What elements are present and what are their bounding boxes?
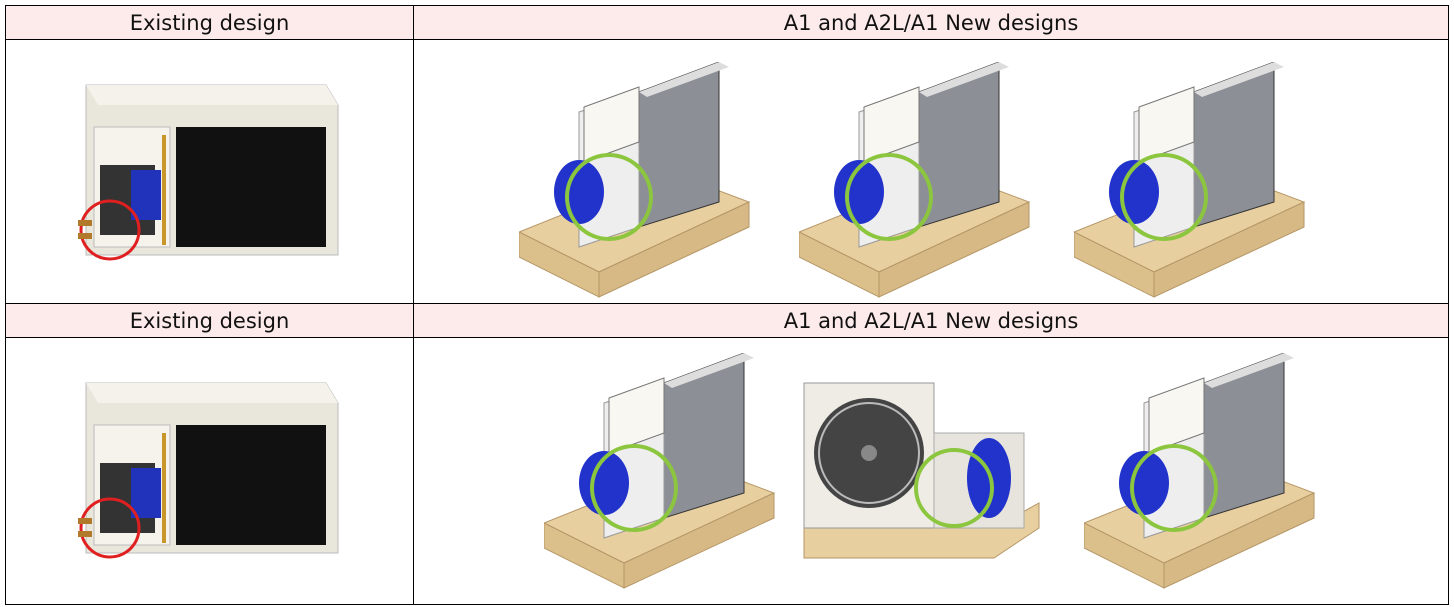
image-row-2 <box>5 337 1449 605</box>
new-design-image-3 <box>1074 62 1306 299</box>
new-designs-image-cell <box>413 39 1449 304</box>
new-design-image-2 <box>799 62 1031 299</box>
new-designs-image-cell <box>413 337 1449 605</box>
existing-design-image-cell <box>5 39 414 304</box>
new-design-image-1 <box>519 62 751 299</box>
header-row-2: Existing design A1 and A2L/A1 New design… <box>5 303 1449 338</box>
existing-design-header: Existing design <box>5 303 414 338</box>
existing-design-header: Existing design <box>5 5 414 40</box>
new-designs-header: A1 and A2L/A1 New designs <box>413 303 1449 338</box>
new-design-image-4 <box>544 353 776 590</box>
existing-unit-image <box>76 381 340 559</box>
new-design-image-5 <box>803 382 1040 559</box>
new-designs-header: A1 and A2L/A1 New designs <box>413 5 1449 40</box>
comparison-table: Existing design A1 and A2L/A1 New design… <box>5 5 1449 605</box>
image-row-1 <box>5 39 1449 304</box>
existing-unit-image <box>76 83 340 261</box>
header-row-1: Existing design A1 and A2L/A1 New design… <box>5 5 1449 40</box>
existing-design-image-cell <box>5 337 414 605</box>
new-design-image-6 <box>1084 353 1316 590</box>
